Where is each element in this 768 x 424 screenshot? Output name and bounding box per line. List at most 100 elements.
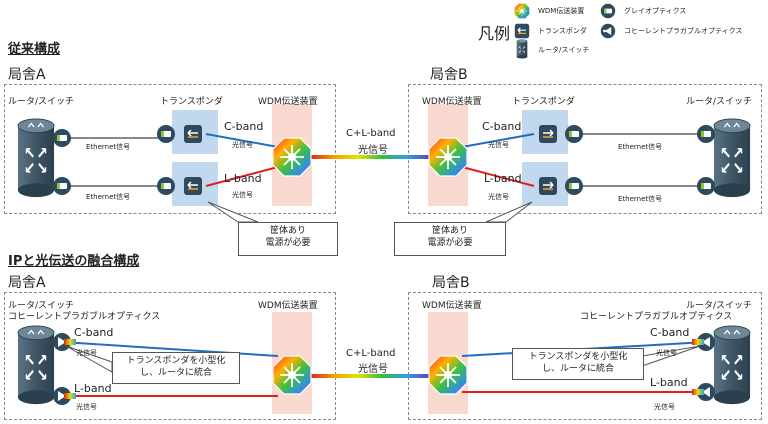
router-label-b-bottom-2: コヒーレントプラガブルオプティクス <box>580 312 733 322</box>
router-a-bottom <box>16 324 56 406</box>
wdm-icon <box>272 355 312 395</box>
c-band-label-b-bottom: C-band <box>650 326 690 339</box>
callout-integrate-a-line1: トランスポンダを小型化 <box>126 356 226 366</box>
transponder-label-a: トランスポンダ <box>160 97 223 107</box>
c-band-line-a-bottom <box>61 341 279 357</box>
ethernet-label-3: Ethernet信号 <box>618 143 663 151</box>
site-b-label-bottom: 局舎B <box>432 275 470 291</box>
wdm-icon <box>272 137 312 177</box>
callout-integrate-b-line2: し、ルータに統合 <box>541 364 614 374</box>
optical-label-bottom-1: 光信号 <box>76 349 97 357</box>
callout-integrate-a: トランスポンダを小型化 し、ルータに統合 <box>112 352 240 384</box>
transponder-label-b: トランスポンダ <box>512 97 575 107</box>
gray-optics-icon <box>565 177 583 195</box>
gray-optics-icon <box>53 129 71 147</box>
site-b-bottom-box <box>408 292 762 420</box>
wdm-label-a-bottom: WDM伝送装置 <box>258 301 318 311</box>
callout-housing-a: 筐体あり 電源が必要 <box>238 222 338 256</box>
c-band-label-a-top: C-band <box>224 120 264 133</box>
section-title-conventional: 従来構成 <box>8 42 61 57</box>
router-label-a-bottom-1: ルータ/スイッチ <box>8 301 75 311</box>
legend-label-transponder: トランスポンダ <box>538 27 587 35</box>
gray-optics-icon <box>565 125 583 143</box>
l-band-label-a-bottom: L-band <box>74 382 112 395</box>
optical-label-bottom-3: 光信号 <box>656 349 677 357</box>
gray-optics-icon <box>53 177 71 195</box>
router-b-top <box>712 117 752 199</box>
legend-router-switch-icon <box>516 39 528 59</box>
c-band-label-a-bottom: C-band <box>74 326 114 339</box>
trunk-band-label-top: C+L-band <box>346 128 396 139</box>
ethernet-label-4: Ethernet信号 <box>618 195 663 203</box>
ethernet-label-2: Ethernet信号 <box>86 193 131 201</box>
ethernet-label-1: Ethernet信号 <box>86 143 131 151</box>
trunk-band-label-bottom: C+L-band <box>346 348 396 359</box>
trunk-signal-label-bottom: 光信号 <box>358 364 388 375</box>
optical-label-1: 光信号 <box>232 141 253 149</box>
optical-label-3: 光信号 <box>488 141 509 149</box>
trunk-signal-label-top: 光信号 <box>358 145 388 156</box>
l-band-label-a-top: L-band <box>224 172 262 185</box>
optical-label-2: 光信号 <box>232 191 253 199</box>
gray-optics-icon <box>157 125 175 143</box>
l-band-line-b-top <box>461 166 535 187</box>
legend-label-coherent: コヒーレントプラガブルオプティクス <box>624 27 743 35</box>
site-a-bottom-box <box>4 292 336 420</box>
transponder-icon <box>538 124 558 144</box>
site-a-label-top: 局舎A <box>8 67 46 83</box>
site-a-label-bottom: 局舎A <box>8 275 46 291</box>
c-band-line-a-top <box>205 133 279 148</box>
callout-integrate-a-line2: し、ルータに統合 <box>139 368 212 378</box>
c-band-label-b-top: C-band <box>482 120 522 133</box>
gray-optics-icon <box>697 177 715 195</box>
router-b-bottom <box>712 324 752 406</box>
router-label-b-top: ルータ/スイッチ <box>686 97 753 107</box>
optical-label-4: 光信号 <box>488 193 509 201</box>
legend-transponder-icon <box>514 23 530 39</box>
spectrum-mark <box>64 393 76 399</box>
l-band-label-b-bottom: L-band <box>650 376 688 389</box>
legend-label-gray-optics: グレイオプティクス <box>624 7 687 15</box>
callout-housing-a-line1: 筐体あり <box>269 226 306 236</box>
callout-housing-a-line2: 電源が必要 <box>265 238 311 248</box>
callout-integrate-b: トランスポンダを小型化 し、ルータに統合 <box>512 348 644 380</box>
gray-optics-icon <box>157 177 175 195</box>
spectrum-mark <box>692 389 704 395</box>
site-b-label-top: 局舎B <box>430 67 468 83</box>
callout-housing-b: 筐体あり 電源が必要 <box>394 222 506 256</box>
router-label-b-bottom-1: ルータ/スイッチ <box>686 301 753 311</box>
l-band-label-b-top: L-band <box>484 172 522 185</box>
callout-pointer-a-top <box>207 201 259 223</box>
trunk-line-bottom <box>310 374 430 378</box>
wdm-icon <box>428 355 468 395</box>
wdm-icon <box>428 137 468 177</box>
trunk-line-top <box>310 155 430 159</box>
legend-label-router: ルータ/スイッチ <box>538 46 590 54</box>
legend-title: 凡例 <box>478 24 511 43</box>
callout-housing-b-line2: 電源が必要 <box>427 238 473 248</box>
transponder-icon <box>183 124 203 144</box>
legend-wdm-icon <box>514 3 530 19</box>
optical-label-bottom-2: 光信号 <box>76 403 97 411</box>
callout-housing-b-line1: 筐体あり <box>431 226 468 236</box>
legend-gray-optics-icon <box>600 3 616 19</box>
wdm-label-a-top: WDM伝送装置 <box>258 97 318 107</box>
transponder-icon <box>538 176 558 196</box>
optical-label-bottom-4: 光信号 <box>654 403 675 411</box>
router-label-a-top: ルータ/スイッチ <box>8 97 75 107</box>
callout-integrate-b-line1: トランスポンダを小型化 <box>528 352 628 362</box>
wdm-label-b-top: WDM伝送装置 <box>422 97 482 107</box>
site-a-top-box <box>4 84 336 214</box>
spectrum-mark <box>692 339 704 345</box>
legend-coherent-pluggable-icon <box>600 23 616 39</box>
transponder-icon <box>183 176 203 196</box>
legend-label-wdm: WDM伝送装置 <box>538 7 585 15</box>
spectrum-mark <box>64 339 76 345</box>
callout-pointer-b-top <box>485 201 533 223</box>
gray-optics-icon <box>697 125 715 143</box>
router-a-top <box>16 117 56 199</box>
wdm-label-b-bottom: WDM伝送装置 <box>422 301 482 311</box>
c-band-line-b-top <box>461 133 535 148</box>
section-title-converged: IPと光伝送の融合構成 <box>8 254 140 269</box>
router-label-a-bottom-2: コヒーレントプラガブルオプティクス <box>8 312 161 322</box>
